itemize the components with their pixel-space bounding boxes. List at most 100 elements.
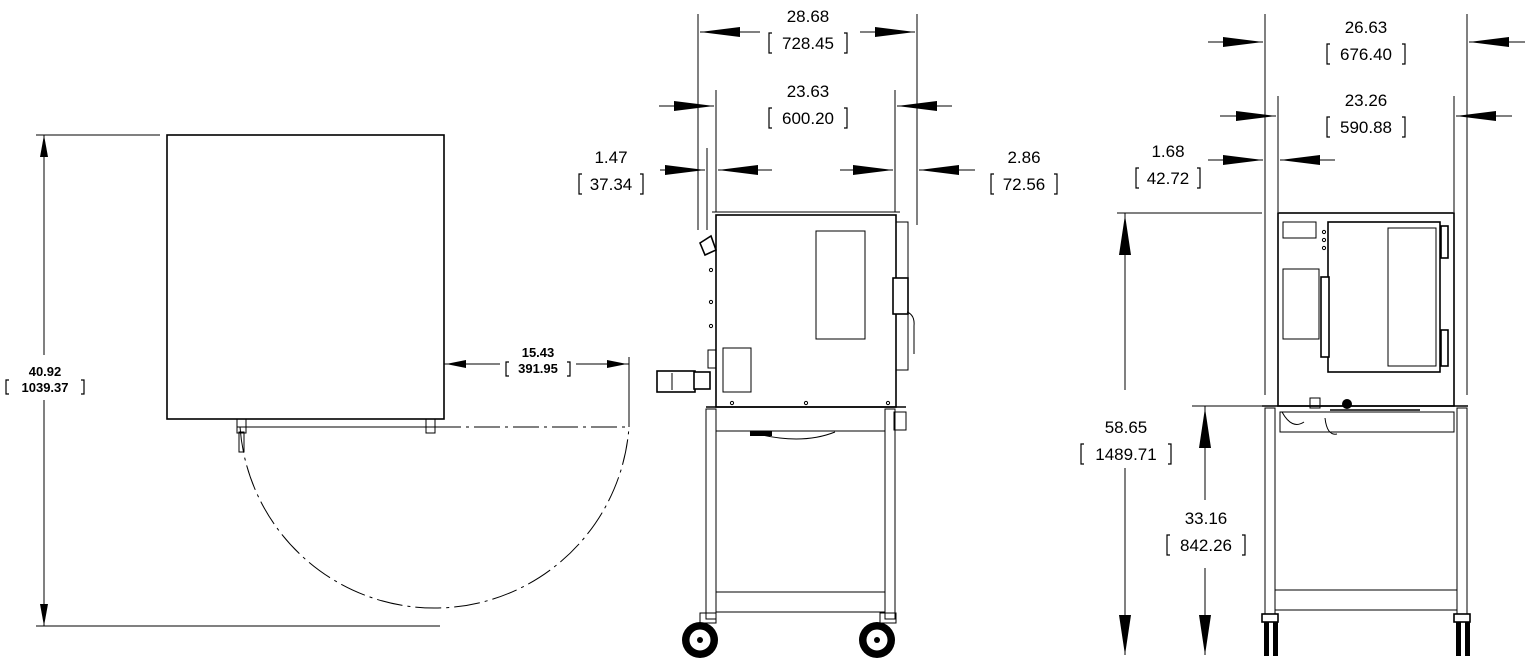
door-swing-mm: 391.95 [518,361,558,376]
front-control-button [1321,229,1327,235]
top-view-cabinet [166,134,445,420]
side-screw [729,400,735,406]
front-drip-tray [1279,411,1455,433]
front-stand-mm: 842.26 [1180,536,1232,555]
front-height-arrow-top [1119,215,1131,255]
front-door [1327,221,1441,373]
side-rear-fitting [699,234,718,257]
side-plug-collar [693,371,711,390]
side-body-arrow-l [674,101,714,111]
side-caster-right-axle [874,637,880,643]
side-rear-label: 1.47 37.34 [578,148,644,195]
side-front-arrow-r [919,165,959,175]
top-view-hinge-right [425,418,436,434]
top-view-hinge-left [236,418,247,434]
front-stand-brackets [1166,534,1246,556]
side-rear-brackets [578,173,644,195]
side-front-arrow-l [853,165,893,175]
side-screw [708,299,714,305]
front-body-mm: 590.88 [1340,118,1392,137]
front-body-inch: 23.26 [1345,91,1388,110]
front-overall-arrow-l [1223,37,1263,47]
front-left-brackets [1135,167,1201,189]
side-front-label: 2.86 72.56 [990,148,1058,195]
front-height-inch: 58.65 [1105,418,1148,437]
front-body-arrow-l [1236,111,1276,121]
front-view [1117,14,1525,656]
top-depth-mm: 1039.37 [22,380,69,395]
front-drain-valve [1342,399,1352,409]
front-caster-left [1264,622,1269,656]
front-body-label: 23.26 590.88 [1326,91,1406,138]
depth-arrow-bottom [40,604,48,626]
front-caster-mount-right [1453,613,1471,623]
side-rear-mm: 37.34 [590,175,633,194]
side-body-arrow-r [897,101,937,111]
front-stand-leg-left [1264,407,1276,621]
door-swing-inch: 15.43 [522,345,555,360]
front-control-display [1282,221,1317,239]
top-view [36,134,630,627]
side-plug [656,370,696,393]
side-body-mm: 600.20 [782,109,834,128]
front-stand-label: 33.16 842.26 [1166,509,1246,556]
front-hinge-bottom [1440,329,1449,367]
side-stand-bracket [893,411,907,431]
front-body-arrow-r [1456,111,1496,121]
front-door-window [1387,227,1437,367]
door-swing-arc [239,426,630,609]
front-overall-inch: 26.63 [1345,18,1388,37]
side-screw [708,267,714,273]
front-caster-right [1456,622,1461,656]
side-rear-inch: 1.47 [594,148,627,167]
swing-arrow-right [607,360,627,368]
front-left-arrow-r [1280,155,1320,165]
front-overall-label: 26.63 676.40 [1326,18,1406,65]
front-door-latch [1320,276,1330,358]
front-left-mm: 42.72 [1147,169,1190,188]
swing-arrow-left [446,360,466,368]
side-screw [803,400,809,406]
front-overall-brackets [1326,43,1406,65]
side-body-inch: 23.63 [787,82,830,101]
side-rear-port [707,349,717,369]
side-body-label: 23.63 600.20 [768,82,848,129]
side-overall-mm: 728.45 [782,34,834,53]
front-height-arrow-bottom [1119,615,1131,655]
side-body-brackets [768,107,848,129]
front-height-label: 58.65 1489.71 [1080,418,1172,465]
side-stand-leg-right [884,408,896,620]
side-caster-mount-right [879,612,897,624]
front-hinge-top [1440,225,1449,259]
side-handle-hook [906,311,915,354]
side-drain-valve [750,431,772,436]
front-overall-arrow-r [1469,37,1509,47]
depth-arrow-top [40,135,48,157]
front-stand-arrow-bottom [1199,615,1211,655]
front-drain-hose [1324,417,1338,435]
side-oven-body [715,214,897,408]
side-overall-brackets [768,32,848,54]
top-depth-inch: 40.92 [29,364,62,379]
side-overall-arrow-r [875,27,915,37]
front-drip-curve [1281,411,1305,425]
front-stand-leg-right [1456,407,1468,621]
side-overall-inch: 28.68 [787,7,830,26]
door-swing-label: 15.43 391.95 [505,345,571,377]
front-drain-fitting [1309,397,1321,409]
front-control-panel [1282,268,1320,340]
front-stand-inch: 33.16 [1185,509,1228,528]
side-data-plate [722,347,752,393]
front-height-mm: 1489.71 [1095,445,1156,464]
top-depth-label: 40.92 1039.37 [5,364,85,395]
side-overall-arrow-l [700,27,740,37]
side-rear-arrow-l [665,165,705,175]
side-stand-leg-left [705,408,717,620]
side-front-mm: 72.56 [1003,175,1046,194]
side-vent-panel [815,230,866,340]
front-caster-right [1465,622,1470,656]
front-caster-mount-left [1261,613,1279,623]
side-caster-mount-left [699,612,717,624]
front-height-brackets [1080,443,1172,465]
